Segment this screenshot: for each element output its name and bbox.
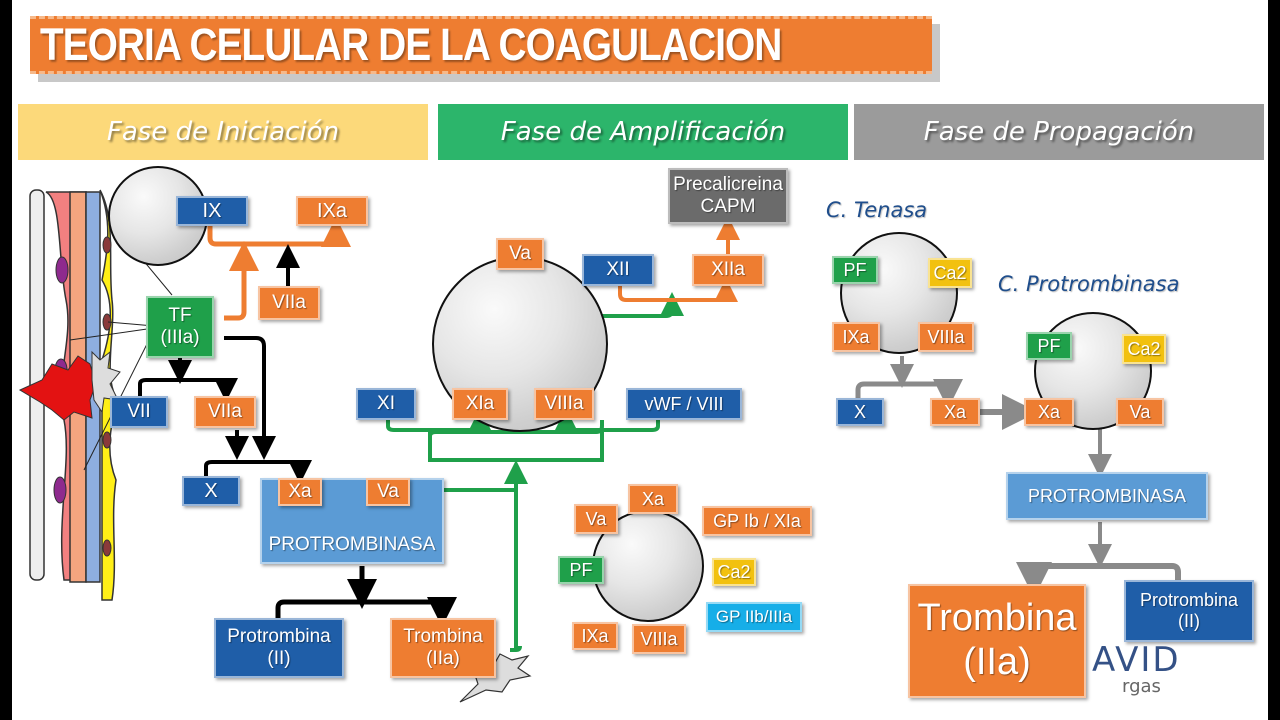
watermark-sub: rgas [1122,676,1161,697]
factor-XI: XI [356,388,416,420]
protrombinasa-Ca2: Ca2 [1122,334,1166,364]
factor-IXa: IXa [296,196,368,226]
factor-VIIa: VIIa [194,396,256,428]
phase-label: Fase de Amplificación [500,117,786,147]
factor-X: X [182,476,240,506]
platelet-VIIIa: VIIIa [632,624,686,654]
prop-protrombinasa: PROTROMBINASA [1006,472,1208,520]
phase-header-amplificacion: Fase de Amplificación [438,104,848,160]
factor-VIIIa: VIIIa [534,388,594,420]
platelet-Xa: Xa [628,484,678,514]
phase-label: Fase de Iniciación [106,117,340,147]
tenasa-VIIIa: VIIIa [918,322,974,352]
tenasa-IXa: IXa [832,322,880,352]
prop-protrombina-II: Protrombina(II) [1124,580,1254,642]
watermark-logo: AVID [1092,640,1181,680]
platelet-GPIb-XIa: GP Ib / XIa [702,506,812,536]
platelet-Ca2: Ca2 [712,558,756,586]
factor-XII: XII [582,254,654,286]
factor-XIa: XIa [452,388,508,420]
phase-header-iniciacion: Fase de Iniciación [18,104,428,160]
phase-label: Fase de Propagación [923,117,1195,147]
protrombinasa-complex-initiation: PROTROMBINASA [260,478,444,564]
protrombinasa-Va: Va [1116,398,1164,426]
factor-XIIa: XIIa [692,254,764,286]
factor-IX: IX [176,196,248,226]
platelet-IXa: IXa [572,622,618,650]
trombina-IIa: Trombina(IIa) [390,618,496,678]
prop-factor-Xa: Xa [930,398,980,426]
platelet-Va: Va [574,504,618,534]
protrombina-II: Protrombina(II) [214,618,344,678]
label-c-tenasa: C. Tenasa [826,198,928,222]
page-title: TEORIA CELULAR DE LA COAGULACION [40,19,782,70]
label-c-protrombinasa: C. Protrombinasa [998,272,1180,296]
platelet-PF: PF [558,556,604,584]
tissue-factor-TF: TF(IIIa) [146,296,214,358]
factor-vWF-VIII: vWF / VIII [626,388,742,420]
tenasa-PF: PF [832,256,878,284]
diagram-canvas: TEORIA CELULAR DE LA COAGULACION Fase de… [12,0,1268,720]
factor-VIIa-top: VIIa [258,286,320,320]
prop-trombina-IIa: Trombina(IIa) [908,584,1086,698]
protrombinasa-PF: PF [1026,332,1072,360]
factor-Va: Va [366,478,410,506]
prop-factor-X: X [836,398,884,426]
factor-VII: VII [110,396,168,428]
factor-Xa: Xa [278,478,322,506]
tenasa-Ca2: Ca2 [928,258,972,288]
platelet-GP-IIb-IIIa: GP IIb/IIIa [706,602,802,632]
title-banner: TEORIA CELULAR DE LA COAGULACION [30,16,932,74]
phase-header-propagacion: Fase de Propagación [854,104,1264,160]
factor-Va-amp: Va [496,238,544,270]
protrombinasa-Xa: Xa [1024,398,1074,426]
